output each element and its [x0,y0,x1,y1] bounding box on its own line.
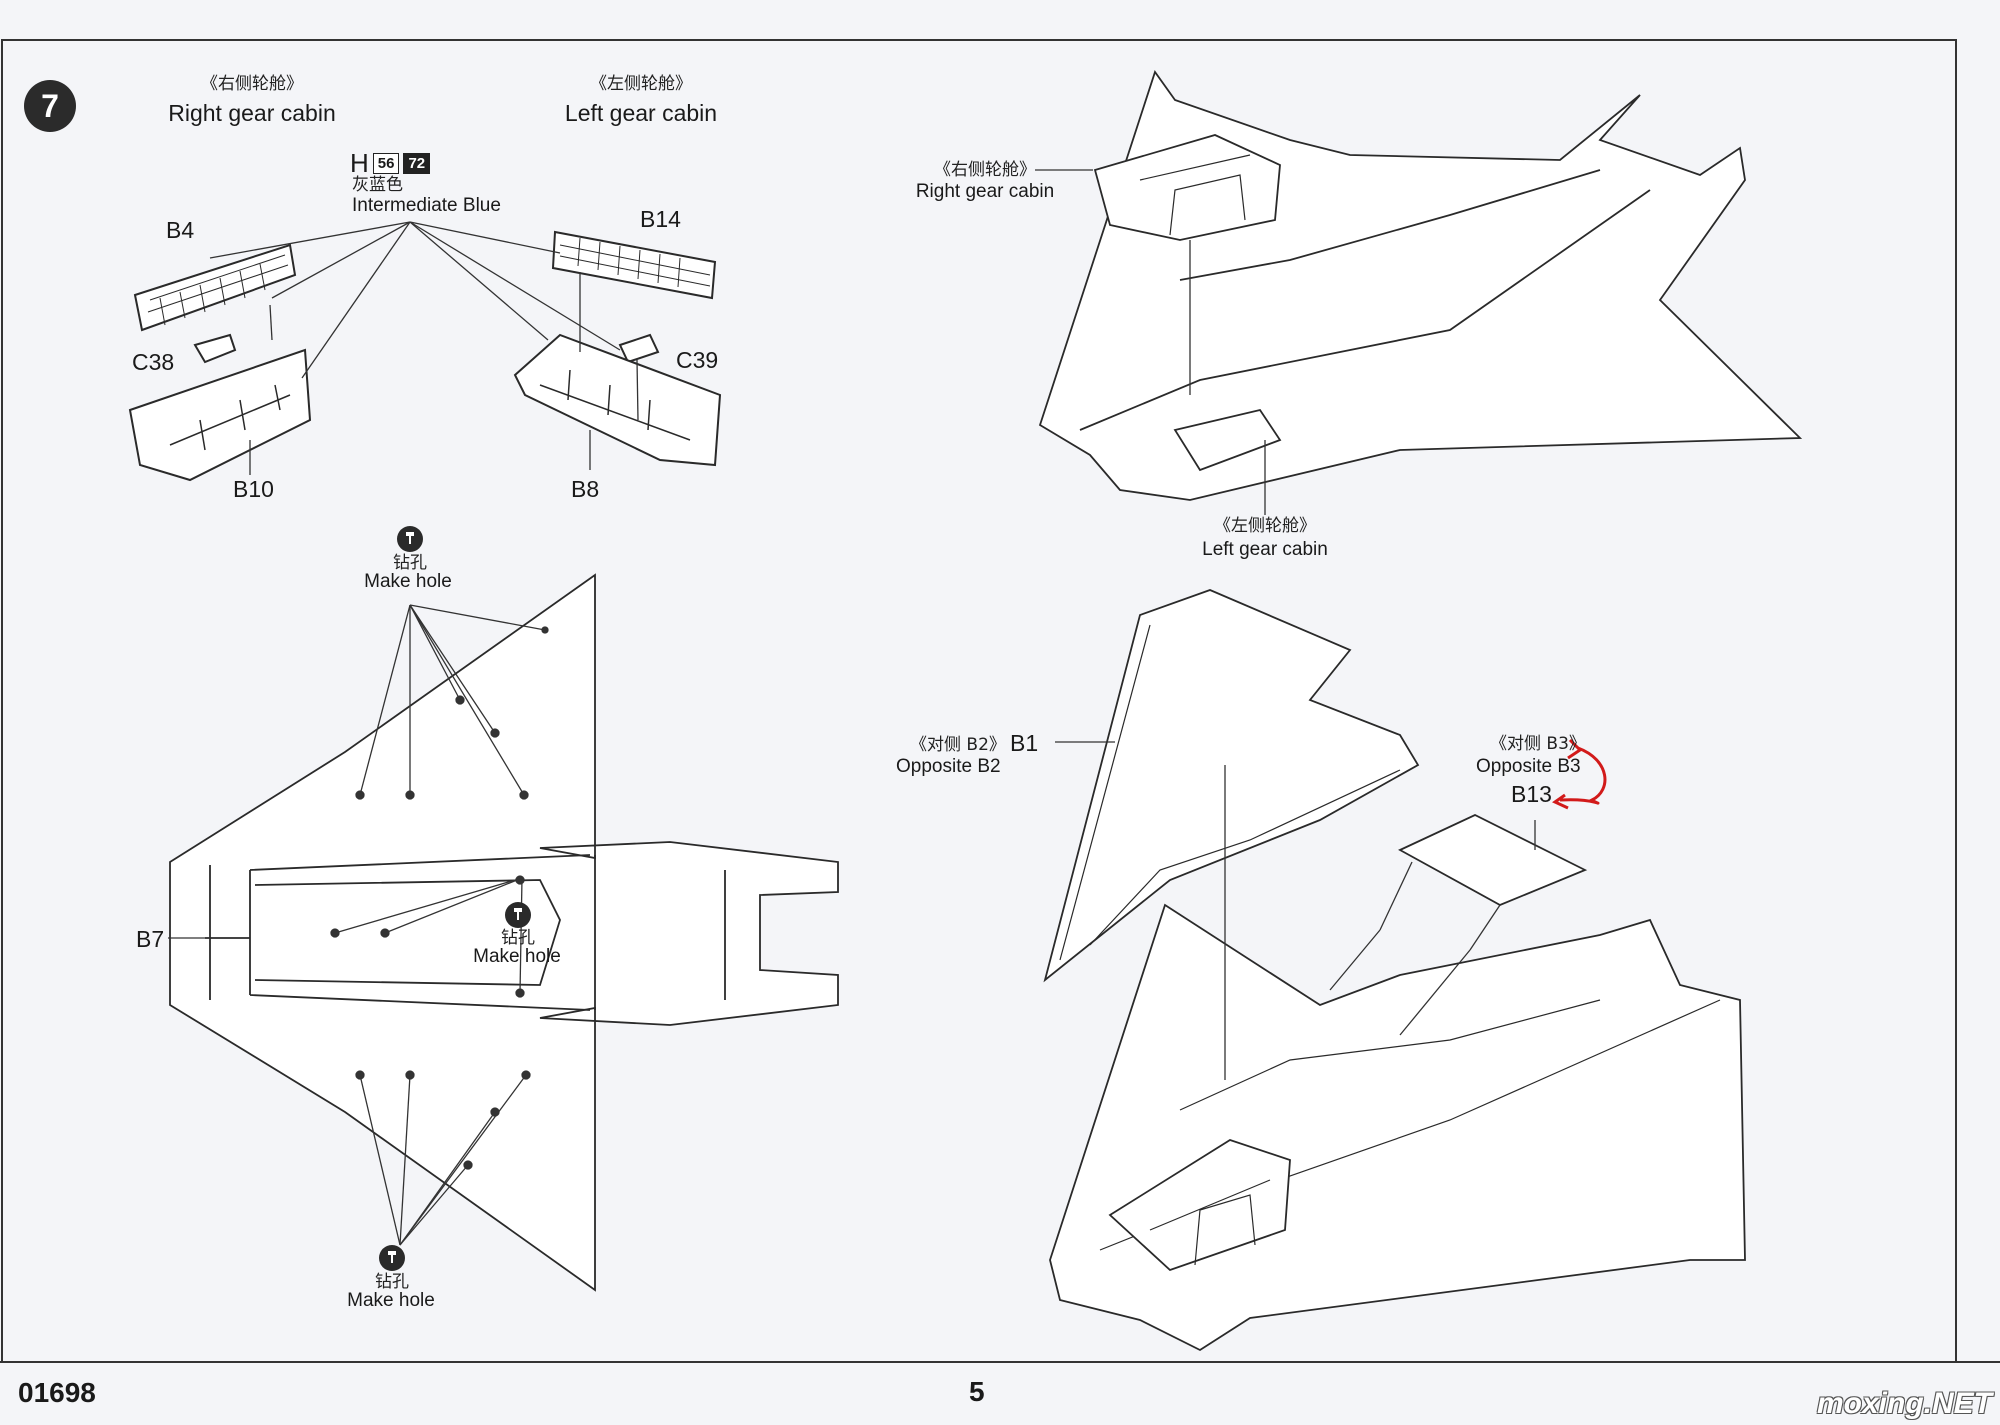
top-right-leaders [1035,169,1266,515]
right-gear-cabin-label-assembly: Right gear cabin [915,181,1055,202]
part-label-b8: B8 [571,476,600,502]
page-number: 5 [969,1376,985,1407]
part-c39 [618,333,660,364]
left-gear-cabin-cn: 《左侧轮舱》 [590,74,692,94]
part-b13-panel [1398,814,1588,906]
paint-code-2: 72 [403,153,431,174]
step-number-badge: 7 [24,80,76,132]
part-c38 [193,333,237,364]
part-b14-grille [551,230,717,300]
make-hole-leaders [330,604,549,1246]
left-cabin-box [1173,408,1282,472]
product-code: 01698 [18,1377,96,1408]
watermark: moxing.NET [1816,1387,1992,1420]
right-gear-cabin-label: Right gear cabin [168,100,336,126]
b1-opposite-label: Opposite B2 [896,756,1001,777]
right-gear-cabin-cn: 《右侧轮舱》 [201,74,303,94]
part-label-b13: B13 [1511,781,1552,807]
paint-code-1: 56 [372,153,400,174]
make-hole-label-top: Make hole [364,571,452,592]
wing-fuselage-assembly [1043,589,1746,1352]
fuselage-underside-plan [169,573,839,1292]
make-hole-label-middle: Make hole [473,946,561,967]
paint-prefix: H [350,148,369,178]
part-label-c39: C39 [676,347,719,373]
right-gear-cabin-cn-assembly: 《右侧轮舱》 [934,160,1036,180]
fuselage-top-assembly [1038,70,1803,501]
left-gear-cabin-label: Left gear cabin [564,100,718,126]
paint-callout: H 56 72 [350,148,431,179]
make-hole-label-bottom: Make hole [347,1290,435,1311]
part-label-b4: B4 [166,217,195,243]
red-annotation-arrow [1559,746,1607,805]
part-label-c38: C38 [132,349,175,375]
make-hole-cn-bottom: 钻孔 [375,1272,409,1292]
b13-opposite-label: Opposite B3 [1476,756,1581,777]
b13-opposite-cn: 《对侧 B3》 [1490,734,1586,754]
part-label-b1: B1 [1010,730,1039,756]
part-label-b10: B10 [233,476,274,502]
bottom-right-leaders [1055,741,1536,1080]
part-label-b7: B7 [136,926,165,952]
paint-color-name: Intermediate Blue [352,195,501,216]
drill-icon [505,902,531,928]
paint-leaders [209,221,639,475]
drill-icon [397,526,423,552]
part-label-b14: B14 [640,206,681,232]
make-hole-cn-top: 钻孔 [393,553,427,573]
part-b4-grille [133,243,297,332]
drill-icon [379,1245,405,1271]
make-hole-cn-middle: 钻孔 [501,928,535,948]
fuselage-body [1049,903,1746,1352]
left-gear-cabin-cn-assembly: 《左侧轮舱》 [1214,516,1316,536]
gear-cabin-parts-left [128,230,722,482]
b1-opposite-cn: 《对侧 B2》 [910,735,1006,755]
paint-color-cn: 灰蓝色 [352,175,403,195]
left-gear-cabin-label-assembly: Left gear cabin [1202,539,1328,560]
cabin-box-lower [1108,1139,1291,1272]
part-b1-wing [1043,589,1420,983]
part-b10-tray [128,348,312,482]
